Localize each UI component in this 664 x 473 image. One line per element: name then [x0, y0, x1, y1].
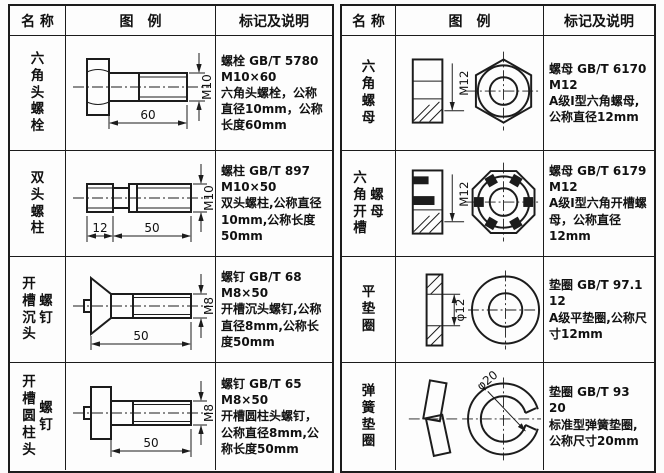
marking-cell: 螺栓 GB/T 5780 M10×60 六角头螺栓，公称直径10mm，公称长度6… — [216, 36, 332, 151]
designation-size: M10×60 — [221, 69, 277, 84]
header-legend: 图 例 — [66, 6, 216, 36]
part-name-sub: 螺钉 — [39, 399, 53, 433]
name-cell: 开槽沉头螺钉 — [10, 257, 66, 363]
part-name: 开槽圆柱头 — [22, 374, 36, 458]
name-cell: 平垫圈 — [342, 257, 396, 363]
thread-dim-label: M10 — [202, 185, 215, 211]
length-dim-label: 50 — [133, 329, 148, 343]
header-marking: 标记及说明 — [544, 6, 654, 36]
marking-cell: 螺钉 GB/T 65 M8×50 开槽圆柱头螺钉，公称直径8mm,公称长度50m… — [216, 363, 332, 470]
hex-bolt-drawing: 60 M10 — [72, 53, 214, 129]
legend-cell: 50 M8 — [66, 257, 216, 363]
designation-size: M10×50 — [221, 180, 277, 195]
part-name: 平垫圈 — [361, 284, 376, 334]
name-cell: 双头螺柱 — [10, 151, 66, 257]
designation-size: M12 — [549, 180, 578, 195]
marking-cell: 螺钉 GB/T 68 M8×50 开槽沉头螺钉,公称直径8mm,公称长度50mm — [216, 257, 332, 363]
name-cell: 六角开槽螺母 — [342, 151, 396, 257]
legend-cell: 12 50 M10 — [66, 151, 216, 257]
designation-code: 螺钉 GB/T 68 — [221, 270, 302, 285]
designation-code: 螺母 GB/T 6179 — [549, 164, 647, 179]
hex-nut-drawing: M12 — [411, 51, 541, 131]
marking-cell: 螺母 GB/T 6179 M12 A级I型六角开槽螺母，公称直径12mm — [544, 151, 654, 257]
header-marking: 标记及说明 — [216, 6, 332, 36]
header-name: 名 称 — [10, 6, 66, 36]
countersunk-screw-drawing: 50 M8 — [72, 273, 215, 350]
seg-dim-label: 12 — [92, 221, 107, 235]
length-dim-label: 50 — [144, 221, 159, 235]
description-text: 六角头螺栓，公称直径10mm，公称长度60mm — [221, 85, 323, 133]
flat-washer-drawing: φ12 — [425, 270, 541, 349]
diameter-dim-label: φ20 — [473, 367, 500, 392]
designation-size: M12 — [549, 77, 578, 92]
castle-nut-drawing: M12 — [411, 162, 541, 241]
marking-cell: 螺母 GB/T 6170 M12 A级I型六角螺母,公称直径12mm — [544, 36, 654, 151]
part-name: 六角开槽 — [353, 169, 367, 237]
description-text: A级I型六角开槽螺母，公称直径12mm — [549, 196, 647, 243]
designation-code: 螺柱 GB/T 897 — [221, 164, 310, 179]
diameter-dim-label: φ12 — [453, 298, 467, 321]
designation-size: M8×50 — [221, 286, 269, 301]
name-cell: 弹簧垫圈 — [342, 363, 396, 470]
legend-cell: 50 M8 — [66, 363, 216, 470]
right-table: 名 称 图 例 标记及说明 六角螺母 M12 螺母 GB/T 6170 — [340, 4, 656, 473]
legend-cell: M12 — [396, 151, 544, 257]
length-dim-label: 50 — [143, 436, 158, 450]
name-cell: 六角头螺栓 — [10, 36, 66, 151]
designation-code: 垫圈 GB/T 97.1 12 — [549, 278, 643, 309]
header-name: 名 称 — [342, 6, 396, 36]
thread-dim-label: M8 — [202, 297, 215, 315]
part-name: 六角头螺栓 — [30, 50, 45, 135]
thread-dim-label: M12 — [457, 71, 471, 96]
designation-code: 垫圈 GB/T 93 20 — [549, 385, 630, 416]
description-text: 双头螺柱,公称直径10mm,公称长度50mm — [221, 196, 322, 243]
description-text: A级平垫圈,公称尺寸12mm — [549, 310, 647, 341]
marking-cell: 垫圈 GB/T 97.1 12 A级平垫圈,公称尺寸12mm — [544, 257, 654, 363]
part-name: 六角螺母 — [361, 59, 376, 126]
description-text: 标准型弹簧垫圈,公称尺寸20mm — [549, 417, 639, 448]
description-text: 开槽圆柱头螺钉，公称直径8mm,公称长度50mm — [221, 409, 319, 456]
header-legend: 图 例 — [396, 6, 544, 36]
part-name-sub: 螺母 — [370, 186, 384, 220]
thread-dim-label: M10 — [200, 74, 214, 100]
marking-cell: 螺柱 GB/T 897 M10×50 双头螺柱,公称直径10mm,公称长度50m… — [216, 151, 332, 257]
legend-cell: 60 M10 — [66, 36, 216, 151]
part-name: 弹簧垫圈 — [361, 382, 376, 450]
designation-code: 螺母 GB/T 6170 — [549, 61, 647, 76]
marking-cell: 垫圈 GB/T 93 20 标准型弹簧垫圈,公称尺寸20mm — [544, 363, 654, 470]
legend-cell: M12 — [396, 36, 544, 151]
stud-drawing: 12 50 M10 — [72, 163, 215, 242]
legend-cell: φ12 — [396, 257, 544, 363]
description-text: 开槽沉头螺钉,公称直径8mm,公称长度50mm — [221, 302, 322, 349]
part-name: 双头螺柱 — [30, 169, 45, 237]
designation-code: 螺钉 GB/T 65 — [221, 377, 302, 392]
legend-cell: φ20 — [396, 363, 544, 470]
thread-dim-label: M12 — [457, 181, 471, 206]
cheese-head-screw-drawing: 50 M8 — [72, 380, 215, 457]
part-name-sub: 螺钉 — [39, 292, 53, 326]
left-table: 名 称 图 例 标记及说明 六角头螺栓 60 M10 — [8, 4, 334, 473]
length-dim-label: 60 — [140, 108, 155, 122]
designation-size: M8×50 — [221, 393, 269, 408]
thread-dim-label: M8 — [202, 404, 215, 422]
designation-code: 螺栓 GB/T 5780 — [221, 53, 319, 68]
description-text: A级I型六角螺母,公称直径12mm — [549, 94, 640, 125]
spring-washer-drawing: φ20 — [408, 367, 543, 460]
part-name: 开槽沉头 — [22, 275, 36, 343]
name-cell: 六角螺母 — [342, 36, 396, 151]
name-cell: 开槽圆柱头螺钉 — [10, 363, 66, 470]
